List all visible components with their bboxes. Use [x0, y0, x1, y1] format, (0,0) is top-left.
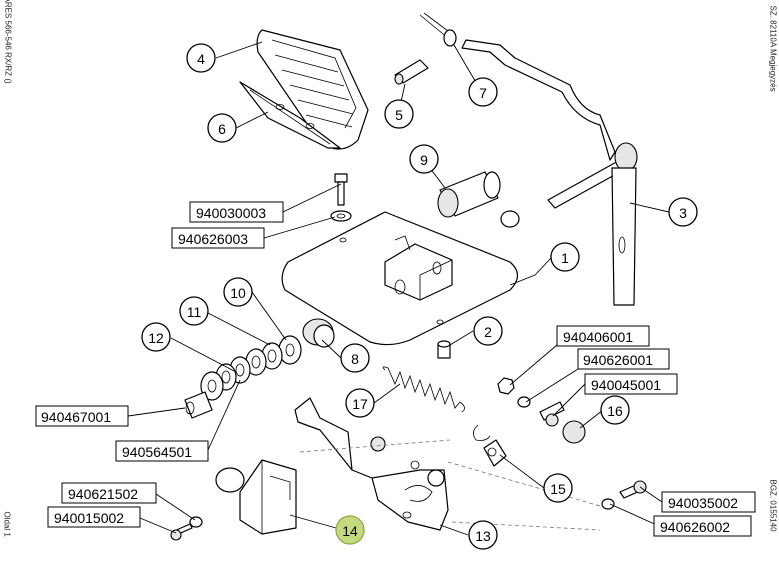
part-number-940621502-label: 940621502: [68, 486, 138, 502]
callout-16-label: 16: [607, 403, 623, 419]
pin-drawing: [394, 59, 429, 85]
gasket-drawing: [239, 81, 341, 149]
callout-3-label: 3: [679, 205, 687, 221]
callout-15: 15: [543, 473, 573, 503]
part-number-940621502: 940621502: [61, 482, 157, 504]
base-plate-drawing: [281, 211, 519, 346]
callout-15-label: 15: [550, 481, 566, 497]
clip-drawing: [419, 12, 457, 47]
leader-lines: [127, 41, 670, 536]
part-number-940030003: 940030003: [189, 201, 284, 223]
side-text-left-top: ARES 566-546 RX/RZ (): [3, 0, 13, 84]
part-number-940467001: 940467001: [35, 405, 129, 427]
callout-2: 2: [473, 316, 503, 346]
bottom-right-bolt-drawing: [601, 480, 647, 510]
bushing-drawing: [302, 318, 335, 348]
callout-9-label: 9: [420, 152, 428, 168]
part-number-940015002-label: 940015002: [54, 510, 124, 526]
callout-12-label: 12: [148, 330, 164, 346]
callout-13-label: 13: [475, 528, 491, 544]
callout-10-label: 10: [230, 285, 246, 301]
callout-8-label: 8: [351, 351, 359, 367]
side-text-right-top: SZ. 82110A Megjegyzés: [768, 5, 778, 92]
callout-13: 13: [468, 520, 498, 550]
part-number-940626002-label: 940626002: [660, 519, 730, 535]
callout-1: 1: [550, 242, 580, 272]
callout-7-label: 7: [479, 85, 487, 101]
callout-16: 16: [600, 395, 630, 425]
part-number-940626001: 940626001: [577, 348, 670, 370]
callout-17: 17: [345, 388, 375, 418]
callout-11-label: 11: [187, 304, 202, 320]
callout-1-label: 1: [561, 250, 569, 266]
part-number-940030003-label: 940030003: [196, 205, 266, 221]
roller-drawing: [437, 171, 520, 228]
pedal-pad-drawing: [256, 29, 369, 150]
right-fasteners-drawing: [483, 377, 586, 467]
washer-stack-drawing: [184, 335, 302, 419]
part-number-940626003: 940626003: [171, 227, 265, 249]
side-text-right-bottom: BGZ. 0155140: [768, 479, 778, 532]
lever-bracket-drawing: [294, 397, 449, 531]
part-number-940406001: 940406001: [556, 325, 650, 347]
part-number-940045001: 940045001: [584, 373, 678, 395]
callout-6: 6: [207, 113, 237, 143]
callout-11: 11: [179, 296, 209, 326]
callout-14: 14: [335, 515, 365, 545]
callout-10: 10: [223, 277, 253, 307]
part-number-940035002: 940035002: [661, 491, 756, 513]
mount-bracket-drawing: [215, 459, 297, 535]
callout-17-label: 17: [352, 396, 368, 412]
callout-4-label: 4: [197, 51, 205, 67]
callout-4: 4: [186, 43, 216, 73]
part-number-940035002-label: 940035002: [668, 495, 738, 511]
callout-5-label: 5: [395, 107, 403, 123]
shaft-drawing: [461, 39, 638, 306]
spring-drawing: [382, 366, 465, 413]
part-number-940626001-label: 940626001: [583, 352, 653, 368]
part-number-940467001-label: 940467001: [41, 409, 111, 425]
small-pin-drawing: [437, 340, 451, 359]
part-number-940015002: 940015002: [47, 506, 141, 528]
callout-9: 9: [409, 144, 439, 174]
part-number-940626003-label: 940626003: [178, 231, 248, 247]
callout-12: 12: [141, 322, 171, 352]
callout-3: 3: [668, 197, 698, 227]
callout-5: 5: [384, 99, 414, 129]
callout-7: 7: [468, 77, 498, 107]
retaining-clip-drawing: [473, 424, 491, 441]
callout-2-label: 2: [484, 324, 492, 340]
part-number-940564501-label: 940564501: [122, 444, 192, 460]
callout-14-label: 14: [342, 523, 358, 539]
part-number-940406001-label: 940406001: [563, 329, 633, 345]
top-bolt-drawing: [330, 173, 352, 222]
bottom-left-bolt-drawing: [170, 516, 203, 541]
callout-6-label: 6: [218, 121, 226, 137]
callout-8: 8: [340, 343, 370, 373]
part-number-940626002: 940626002: [653, 515, 752, 537]
part-number-940045001-label: 940045001: [591, 377, 661, 393]
side-text-left-bottom: Oldal 1: [2, 511, 12, 537]
part-number-940564501: 940564501: [115, 440, 209, 462]
